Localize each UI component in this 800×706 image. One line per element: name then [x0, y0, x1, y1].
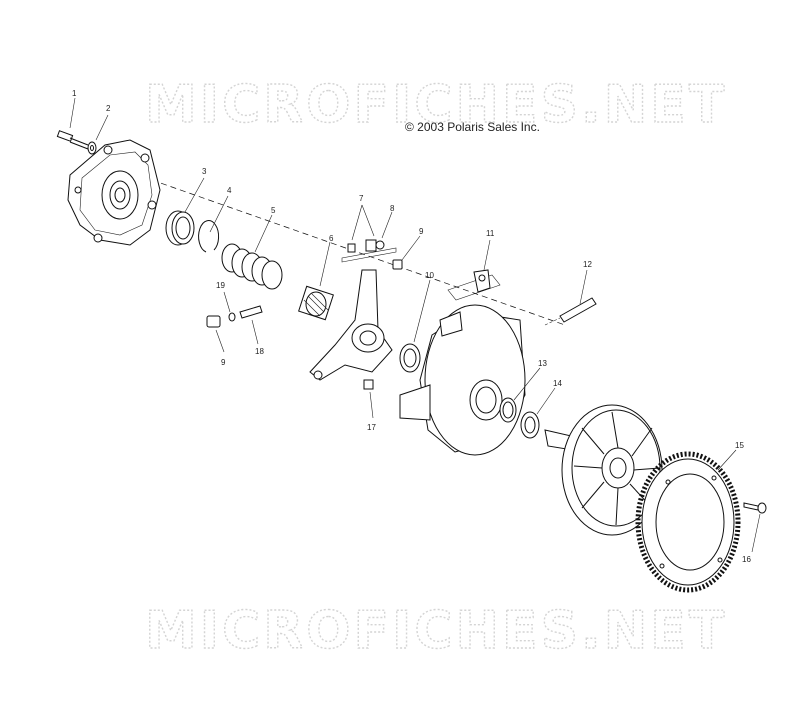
- part-9-nut-upper: [392, 259, 403, 270]
- callout-1: 1: [72, 89, 77, 98]
- callout-7: 7: [359, 194, 364, 203]
- fixed-sheave: [544, 404, 663, 536]
- part-7-roller: [347, 239, 377, 253]
- part-15-ring-gear: [635, 451, 741, 593]
- part-18-shaft-pin: [239, 305, 263, 319]
- cover-plate: [67, 139, 161, 246]
- watermark-bottom: MICROFICHES.NET: [145, 601, 727, 661]
- part-11-clip: [447, 269, 501, 301]
- part-6-helix: [298, 285, 334, 321]
- spider-arm: [309, 269, 393, 381]
- callout-19: 19: [216, 281, 225, 290]
- callout-9-upper: 9: [419, 227, 424, 236]
- leader-lines: [69, 97, 761, 553]
- movable-sheave: [399, 304, 526, 456]
- callout-18: 18: [255, 347, 264, 356]
- part-5-spring: [221, 243, 283, 290]
- part-19-washer: [228, 312, 236, 322]
- part-10-washer: [399, 343, 421, 373]
- callout-numbers: 1 2 3 4 5 6 7 8 9 10 11 12 13 14 15 16 1…: [72, 89, 751, 564]
- part-17-nut: [363, 379, 374, 390]
- callout-17: 17: [367, 423, 376, 432]
- part-3-bushing: [165, 210, 195, 246]
- callout-3: 3: [202, 167, 207, 176]
- callout-15: 15: [735, 441, 744, 450]
- part-1-bolt: [56, 130, 89, 150]
- callout-9-lower: 9: [221, 358, 226, 367]
- assembly-axis: [94, 159, 566, 326]
- part-13-seal: [499, 397, 517, 423]
- part-2-washer: [87, 141, 97, 155]
- part-16-screw: [743, 502, 767, 514]
- callout-5: 5: [271, 206, 276, 215]
- callout-4: 4: [227, 186, 232, 195]
- callout-11: 11: [486, 229, 495, 238]
- callout-8: 8: [390, 204, 395, 213]
- watermark-top: MICROFICHES.NET: [145, 75, 727, 135]
- part-14-seal: [520, 411, 540, 439]
- part-4-snap-ring: [198, 220, 220, 253]
- callout-12: 12: [583, 260, 592, 269]
- copyright-notice: © 2003 Polaris Sales Inc.: [405, 120, 540, 134]
- part-9-plug-lower: [206, 315, 221, 328]
- callout-2: 2: [106, 104, 111, 113]
- callout-10: 10: [425, 271, 434, 280]
- callout-6: 6: [329, 234, 334, 243]
- part-8-pin: [375, 240, 385, 250]
- callout-14: 14: [553, 379, 562, 388]
- callout-13: 13: [538, 359, 547, 368]
- callout-16: 16: [742, 555, 751, 564]
- part-12-pin: [544, 297, 597, 326]
